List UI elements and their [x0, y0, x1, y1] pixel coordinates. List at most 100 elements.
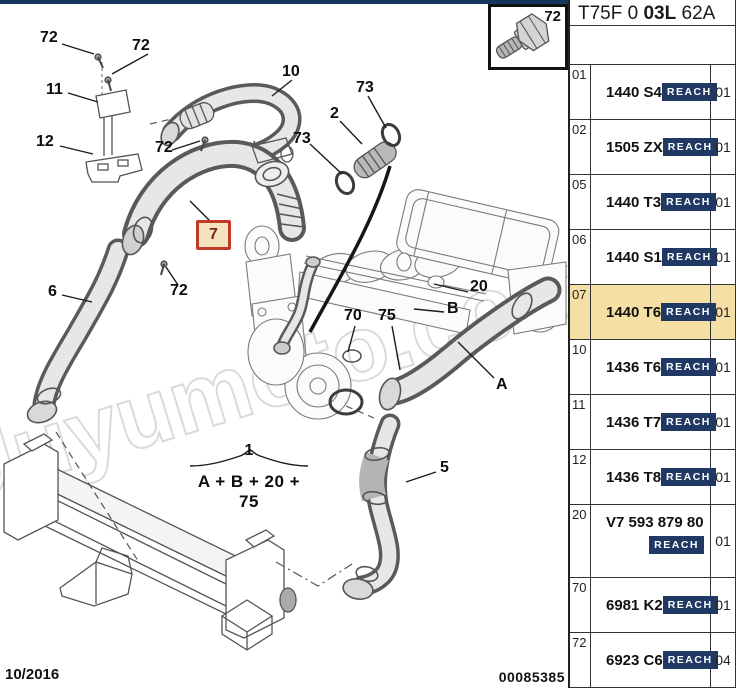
reach-badge[interactable]: REACH [661, 358, 716, 376]
part-ref: 05 [570, 175, 591, 229]
bracket-art [85, 62, 143, 183]
reach-badge[interactable]: REACH [661, 83, 717, 101]
part-qty: 01 [715, 533, 731, 549]
part-callout[interactable]: 72 [155, 139, 173, 156]
formula-numerator: 1 [244, 442, 254, 459]
part-number: 1440 T3 [606, 193, 662, 211]
part-callout-selected[interactable]: 7 [196, 220, 231, 250]
part-number: 1440 S1 [606, 248, 662, 266]
part-callout[interactable]: A [496, 376, 508, 393]
reach-badge[interactable]: REACH [649, 536, 704, 554]
diagram-art: duyumoto.com [0, 43, 568, 651]
leader-lines [59, 43, 495, 483]
part-callout[interactable]: 72 [132, 37, 150, 54]
intercooler-art [3, 433, 297, 639]
bolt-icon [495, 13, 550, 59]
part-ref: 07 [570, 285, 591, 339]
part-ref: 10 [570, 340, 591, 394]
part-ref: 06 [570, 230, 591, 284]
part-number: 1440 T6 [606, 303, 662, 321]
part-qty: 01 [715, 249, 731, 265]
reach-badge[interactable]: REACH [661, 248, 717, 266]
part-number: 1436 T8 [606, 468, 662, 486]
part-callout[interactable]: 73 [356, 79, 374, 96]
part-number: 1440 S4 [606, 83, 662, 101]
part-callout[interactable]: B [447, 300, 459, 317]
part-number: 1436 T6 [606, 358, 662, 376]
part-callout[interactable]: 6 [48, 283, 57, 300]
reach-badge[interactable]: REACH [661, 303, 716, 321]
reach-badge[interactable]: REACH [661, 413, 716, 431]
part-callout[interactable]: 5 [440, 459, 449, 476]
part-number: V7 593 879 80 [606, 514, 704, 531]
part-cell: V7 593 879 80 REACH [591, 505, 711, 577]
reach-badge[interactable]: REACH [661, 468, 716, 486]
table-subheader [570, 26, 735, 65]
part-callout[interactable]: 73 [293, 130, 311, 147]
reach-badge[interactable]: REACH [662, 596, 718, 614]
part-qty: 04 [715, 652, 731, 668]
formula-expression: A + B + 20 + 75 [197, 472, 301, 511]
part-qty: 01 [715, 84, 731, 100]
part-qty: 01 [715, 597, 731, 613]
top-accent-bar [0, 0, 736, 4]
part-ref: 72 [570, 633, 591, 687]
reach-badge[interactable]: REACH [661, 193, 716, 211]
part-callout[interactable]: 12 [36, 133, 54, 150]
assembly-formula: 1 A + B + 20 + 75 [186, 442, 312, 512]
part-qty: 01 [715, 139, 731, 155]
part-callout[interactable]: 70 [344, 307, 362, 324]
part-ref: 01 [570, 65, 591, 119]
reach-badge[interactable]: REACH [662, 138, 718, 156]
parts-diagram: duyumoto.com [0, 4, 568, 688]
reach-badge[interactable]: REACH [662, 651, 718, 669]
part-number: 1436 T7 [606, 413, 662, 431]
part-qty: 01 [715, 469, 731, 485]
part-ref: 02 [570, 120, 591, 174]
part-qty: 01 [715, 359, 731, 375]
plate-code-part2: 03L [643, 3, 677, 24]
part-callout[interactable]: 72 [40, 29, 58, 46]
part-ref: 12 [570, 450, 591, 504]
part-ref: 11 [570, 395, 591, 449]
diagram-date: 10/2016 [5, 666, 60, 683]
part-callout[interactable]: 10 [282, 63, 300, 80]
plate-code-part1: T75F 0 [578, 3, 644, 24]
part-callout[interactable]: 20 [470, 278, 488, 295]
part-qty: 01 [715, 194, 731, 210]
part-callout[interactable]: 72 [170, 282, 188, 299]
part-callout[interactable]: 2 [330, 105, 339, 122]
part-qty: 01 [715, 414, 731, 430]
part-callout[interactable]: 11 [46, 81, 63, 98]
part-number: 1505 ZX [606, 138, 663, 156]
part-number: 6923 C6 [606, 651, 663, 669]
fastener-inset-box: 72 [488, 4, 568, 70]
part-ref: 70 [570, 578, 591, 632]
part-qty: 01 [715, 304, 731, 320]
part-callout[interactable]: 75 [378, 307, 396, 324]
